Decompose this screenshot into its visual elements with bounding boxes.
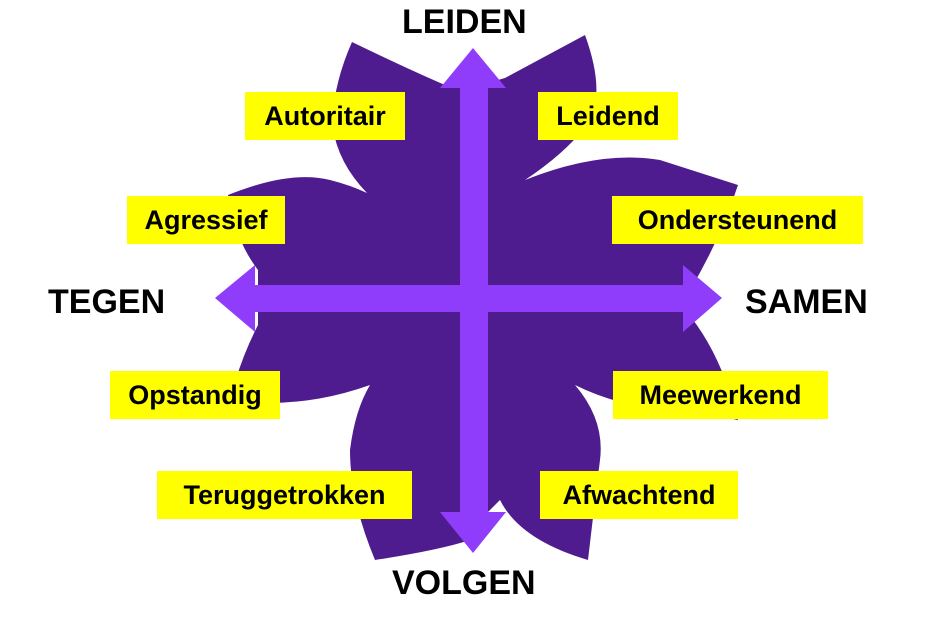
label-opstandig: Opstandig: [110, 371, 280, 419]
axis-label-volgen: VOLGEN: [392, 564, 536, 602]
label-ondersteunend: Ondersteunend: [612, 196, 863, 244]
label-agressief: Agressief: [127, 196, 285, 244]
axis-label-samen: SAMEN: [745, 283, 868, 321]
label-afwachtend: Afwachtend: [540, 471, 738, 519]
label-meewerkend: Meewerkend: [613, 371, 828, 419]
axis-label-leiden: LEIDEN: [402, 3, 527, 41]
horizontal-arrow: [215, 265, 722, 332]
axis-arrows: [215, 48, 722, 553]
axis-label-tegen: TEGEN: [48, 283, 166, 321]
label-leidend: Leidend: [538, 92, 678, 140]
label-autoritair: Autoritair: [245, 92, 405, 140]
label-teruggetrokken: Teruggetrokken: [157, 471, 412, 519]
